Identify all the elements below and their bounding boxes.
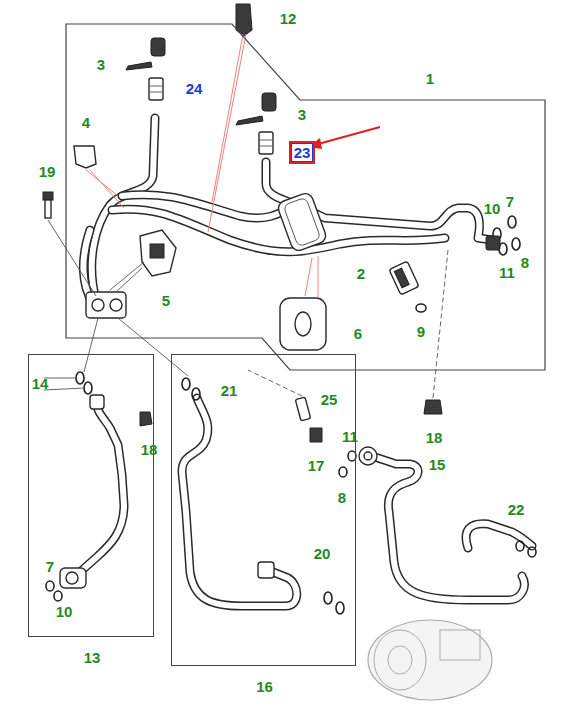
group-outline-path	[66, 24, 545, 370]
callout-number: 20	[314, 546, 331, 561]
callout-number: 17	[308, 458, 325, 473]
callout-number: 22	[508, 502, 525, 517]
assembly-region: 123	[66, 24, 546, 371]
callout-number: 24	[186, 81, 203, 96]
callout-number: 21	[221, 383, 238, 398]
callout-number: 13	[84, 650, 101, 665]
callout-number: 6	[354, 326, 362, 341]
callout-number: 2	[357, 266, 365, 281]
callout-number: 11	[342, 429, 358, 444]
callout-number: 10	[56, 604, 73, 619]
callout-number: 11	[499, 265, 515, 280]
callout-number: 1	[426, 71, 434, 86]
callout-number: 16	[256, 679, 273, 694]
callout-number: 23	[294, 145, 311, 160]
hose-group-box: 16	[171, 354, 356, 666]
callout-number: 8	[338, 490, 346, 505]
callout-number: 18	[426, 430, 443, 445]
callout-number: 12	[280, 11, 297, 26]
callout-number: 19	[39, 164, 56, 179]
callout-number: 15	[429, 457, 446, 472]
callout-number: 8	[521, 255, 529, 270]
callout-number: 10	[484, 201, 501, 216]
callout-number: 3	[298, 107, 306, 122]
callout-number: 3	[97, 57, 105, 72]
callout-number: 7	[46, 559, 54, 574]
callout-number: 9	[417, 324, 425, 339]
callout-number: 5	[162, 293, 170, 308]
group-outline	[66, 24, 546, 371]
callout-number: 7	[506, 194, 514, 209]
callout-number: 18	[141, 442, 158, 457]
hose-group-box: 13	[28, 354, 154, 637]
callout-number: 25	[321, 392, 338, 407]
highlight-callout: 23	[289, 141, 316, 164]
callout-number: 4	[82, 115, 90, 130]
callout-number: 14	[32, 376, 49, 391]
